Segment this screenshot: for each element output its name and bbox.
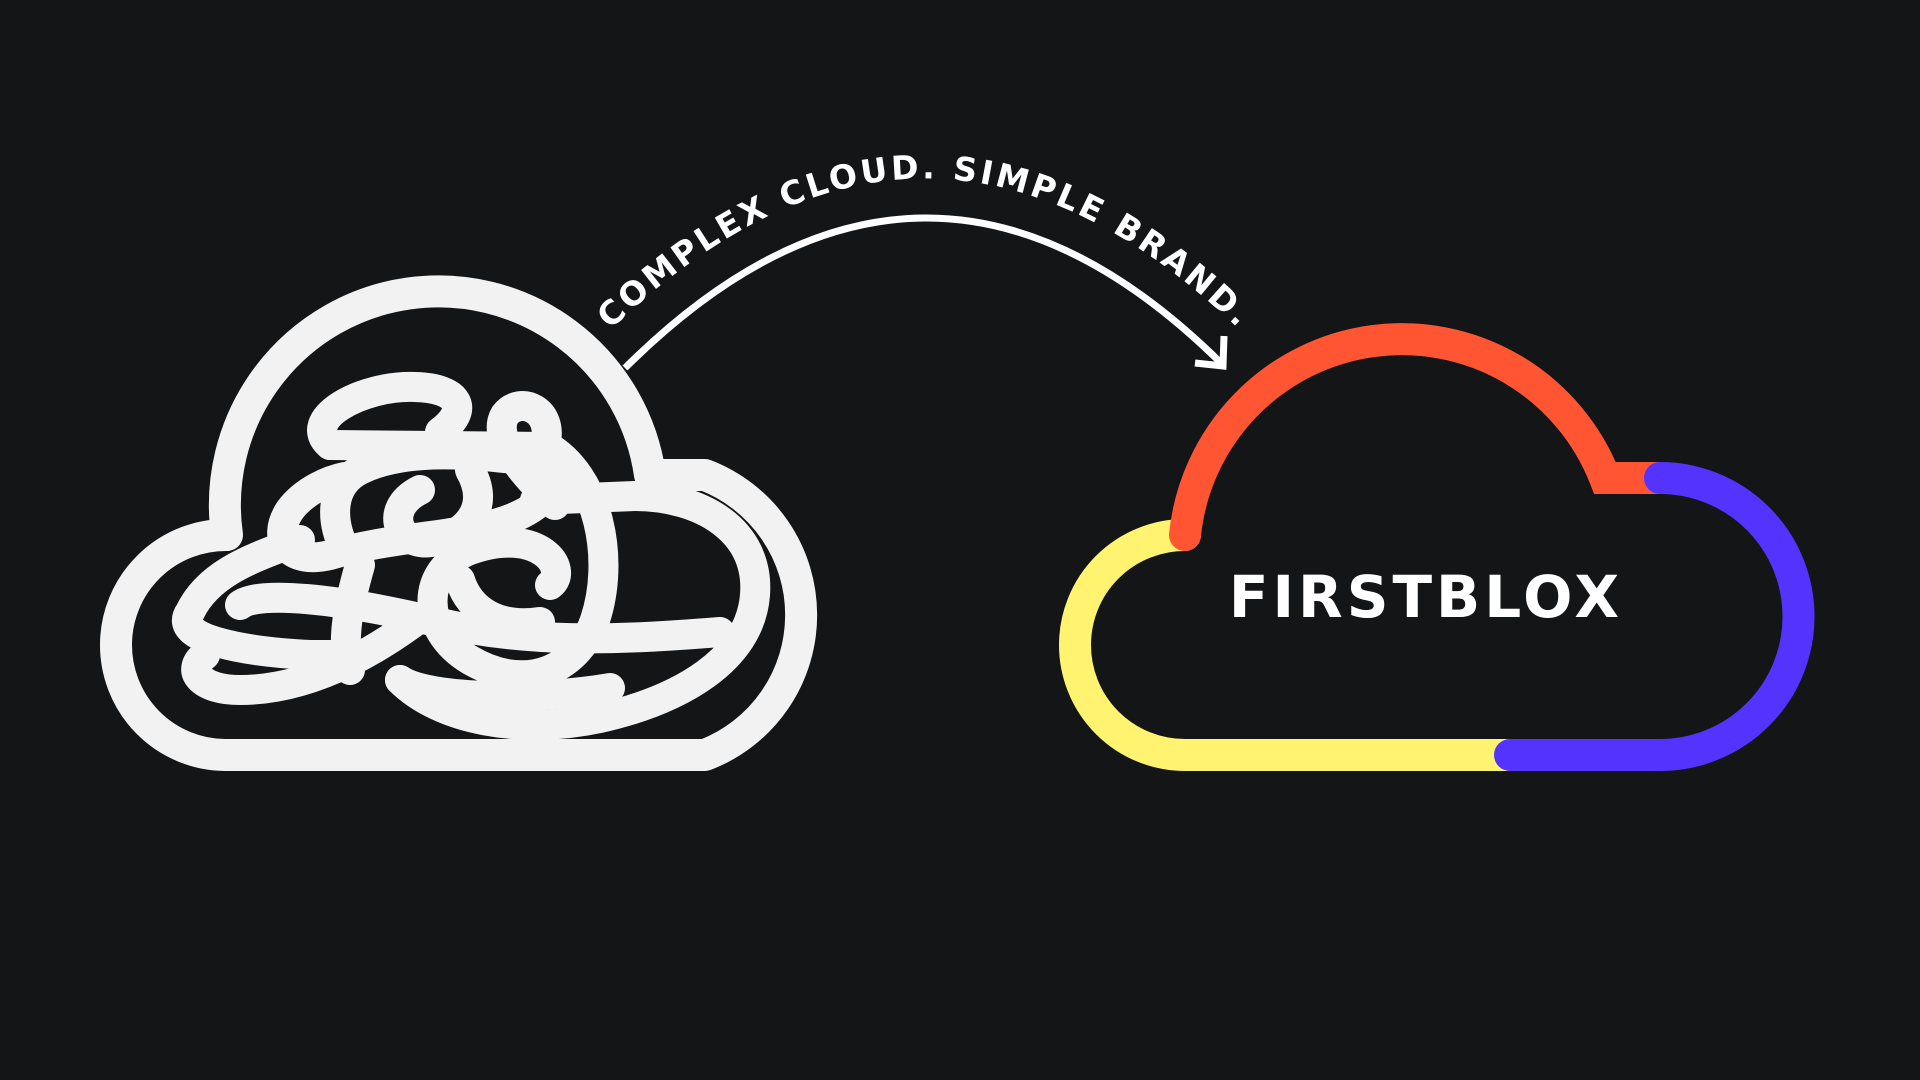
brand-wordmark: FIRSTBLOX (1229, 563, 1623, 631)
logo-purple-segment (1494, 462, 1815, 771)
arrow-head (1194, 335, 1228, 370)
arrow-arc (622, 214, 1225, 371)
tangle-scribble (172, 371, 771, 740)
firstblox-cloud-logo (1059, 323, 1815, 771)
complex-cloud-outline (100, 275, 818, 771)
logo-yellow-segment (1059, 519, 1526, 771)
tangled-cloud-icon (100, 275, 818, 771)
logo-red-segment (1169, 323, 1676, 551)
curved-arrow-icon (622, 214, 1228, 371)
